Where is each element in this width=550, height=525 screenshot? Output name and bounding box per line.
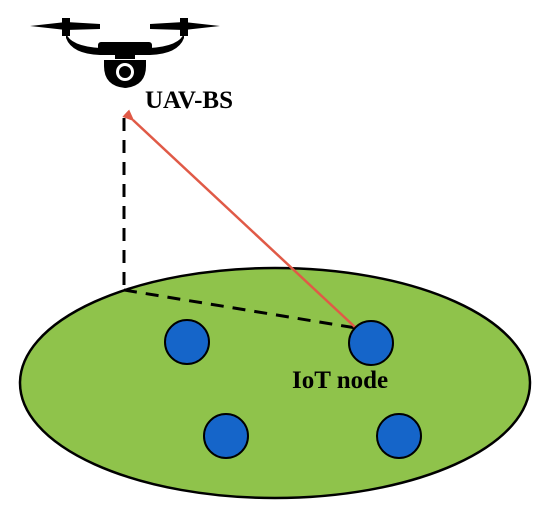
iot-node-label: IoT node [292,367,388,394]
ground-dashed-line [123,288,357,330]
uplink-arrow [122,109,357,329]
iot-node-bottom-left [203,413,249,459]
ground-area [18,266,532,500]
drone-icon [30,18,220,88]
iot-node-top-right [348,320,394,366]
iot-node-top-left [164,319,210,365]
iot-node-bottom-right [376,413,422,459]
uav-bs-label: UAV-BS [145,87,233,114]
